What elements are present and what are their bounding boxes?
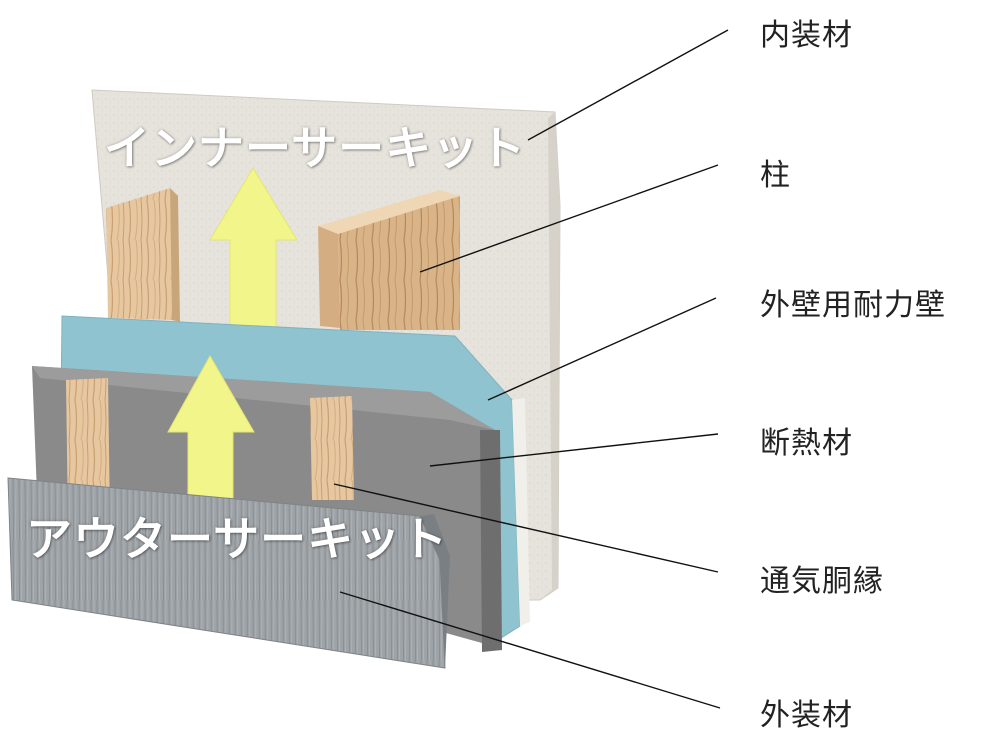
outer-circuit-label: アウターサーキット <box>26 512 449 566</box>
leader-bearing-wall <box>487 297 717 401</box>
label-exterior-finish: 外装材 <box>760 698 853 733</box>
pillar-left-inner <box>106 188 180 322</box>
leader-insulation <box>429 433 719 467</box>
label-interior-finish: 内装材 <box>760 18 853 53</box>
leader-exterior-finish <box>339 591 721 709</box>
leader-lines <box>333 29 729 709</box>
label-ventilation-furring: 通気胴縁 <box>760 564 884 599</box>
inner-circuit-label: インナーサーキット <box>104 121 527 175</box>
pillar-right-inner <box>318 190 460 330</box>
leader-interior-finish <box>527 29 729 141</box>
ventilation-furring-right <box>310 396 354 500</box>
leader-furring <box>333 483 719 573</box>
label-pillar: 柱 <box>760 158 791 193</box>
label-exterior-bearing-wall: 外壁用耐力壁 <box>760 288 946 323</box>
label-insulation: 断熱材 <box>760 426 853 461</box>
leader-pillar <box>419 164 719 273</box>
exterior-finish-panel <box>7 477 450 669</box>
